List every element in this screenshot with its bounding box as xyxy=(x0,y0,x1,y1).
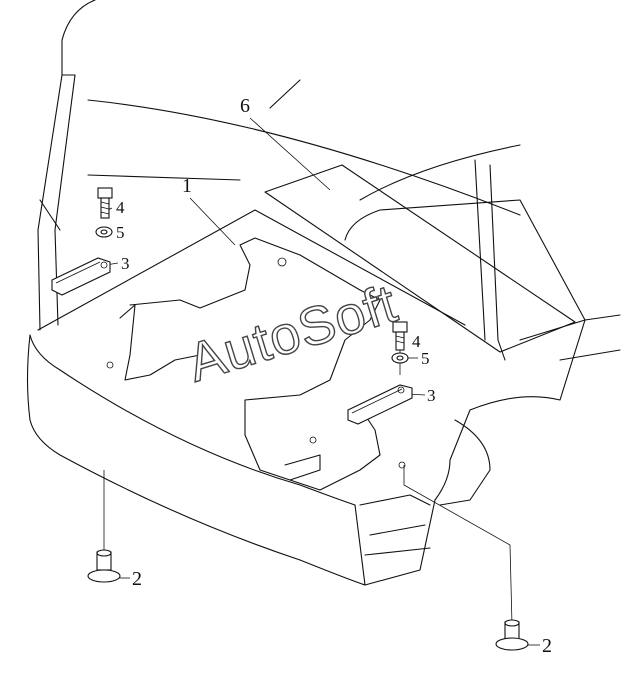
callout-6: 6 xyxy=(240,95,250,117)
watermark-text: AutoSoft xyxy=(181,273,404,393)
platform-body xyxy=(26,209,621,586)
right-bolt-4 xyxy=(392,321,408,351)
right-washer-5 xyxy=(391,352,409,364)
left-washer-5 xyxy=(95,226,113,238)
left-mount-2 xyxy=(87,549,121,583)
floor-plate-1 xyxy=(106,237,396,491)
callout-1: 1 xyxy=(182,175,192,197)
callout-2-right: 2 xyxy=(542,635,552,657)
callout-4-right: 4 xyxy=(412,332,421,351)
left-bracket-3 xyxy=(51,257,111,296)
callout-5-right: 5 xyxy=(421,349,430,368)
callout-3-left: 3 xyxy=(121,254,130,273)
callout-4-left: 4 xyxy=(116,198,125,217)
right-bracket-3 xyxy=(347,384,413,469)
left-bolt-4 xyxy=(97,187,113,219)
floor-panel-6 xyxy=(264,164,576,353)
cab-outline xyxy=(37,0,586,361)
callout-3-right: 3 xyxy=(427,386,436,405)
callout-2-left: 2 xyxy=(132,568,142,590)
callout-5-left: 5 xyxy=(116,223,125,242)
right-mount-2 xyxy=(495,619,529,651)
